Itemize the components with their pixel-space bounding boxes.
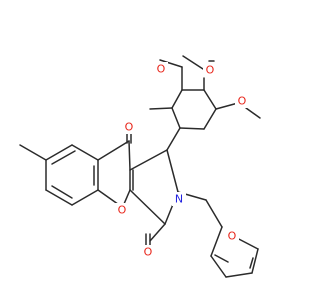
bond — [171, 89, 183, 109]
bond — [225, 272, 253, 278]
bond — [45, 144, 73, 161]
label-background — [235, 94, 249, 108]
methoxy-oxygen-3: O — [235, 94, 249, 108]
bond — [210, 226, 223, 257]
bond — [71, 189, 99, 206]
label-background — [141, 245, 155, 259]
furan-oxygen: O — [225, 229, 239, 243]
bond — [203, 108, 217, 130]
molecule-diagram: O O O O O O N O — [19, 55, 261, 278]
bond — [51, 185, 73, 199]
bond — [171, 107, 181, 129]
label-background — [154, 62, 168, 76]
bond — [149, 107, 173, 110]
atom-symbol: O — [118, 204, 127, 217]
ketone-oxygen-1: O — [122, 120, 136, 134]
label-background — [203, 63, 217, 77]
bond — [210, 255, 227, 278]
bond — [19, 144, 47, 161]
bond — [249, 257, 254, 269]
bond — [159, 59, 183, 68]
atom-symbol: O — [157, 63, 166, 76]
bond — [166, 127, 181, 151]
bond — [129, 189, 166, 225]
bond — [203, 89, 217, 110]
bond — [214, 254, 229, 263]
label-background — [225, 229, 239, 243]
atom-symbol: O — [228, 230, 237, 243]
atom-symbol: N — [175, 193, 183, 206]
atom-symbol: O — [206, 64, 215, 77]
bond — [129, 149, 168, 171]
methoxy-oxygen-1: O — [154, 62, 168, 76]
bond — [149, 223, 166, 242]
bond — [71, 144, 99, 161]
atom-symbol: O — [238, 95, 247, 108]
bonds — [19, 55, 261, 278]
label-background — [115, 203, 129, 217]
bond — [51, 150, 76, 165]
label-background — [172, 192, 186, 206]
bond — [182, 55, 204, 70]
chromene-oxygen: O — [115, 203, 129, 217]
bond — [166, 149, 179, 193]
ketone-oxygen-2: O — [141, 245, 155, 259]
bond — [245, 107, 261, 119]
atom-symbol: O — [144, 246, 153, 259]
bond — [97, 140, 130, 161]
bond — [128, 140, 131, 171]
bond — [123, 189, 131, 205]
bond — [179, 127, 205, 130]
structure-svg: O O O O O O N O — [19, 55, 261, 278]
label-background — [122, 120, 136, 134]
atom-symbol: O — [125, 121, 134, 134]
pyrrolidone-nitrogen: N — [172, 192, 186, 206]
atom-labels: O O O O O O N O — [115, 62, 249, 259]
bond — [205, 199, 223, 228]
bond — [251, 248, 259, 274]
bond — [45, 189, 73, 206]
bond — [215, 102, 239, 110]
methoxy-oxygen-2: O — [203, 63, 217, 77]
